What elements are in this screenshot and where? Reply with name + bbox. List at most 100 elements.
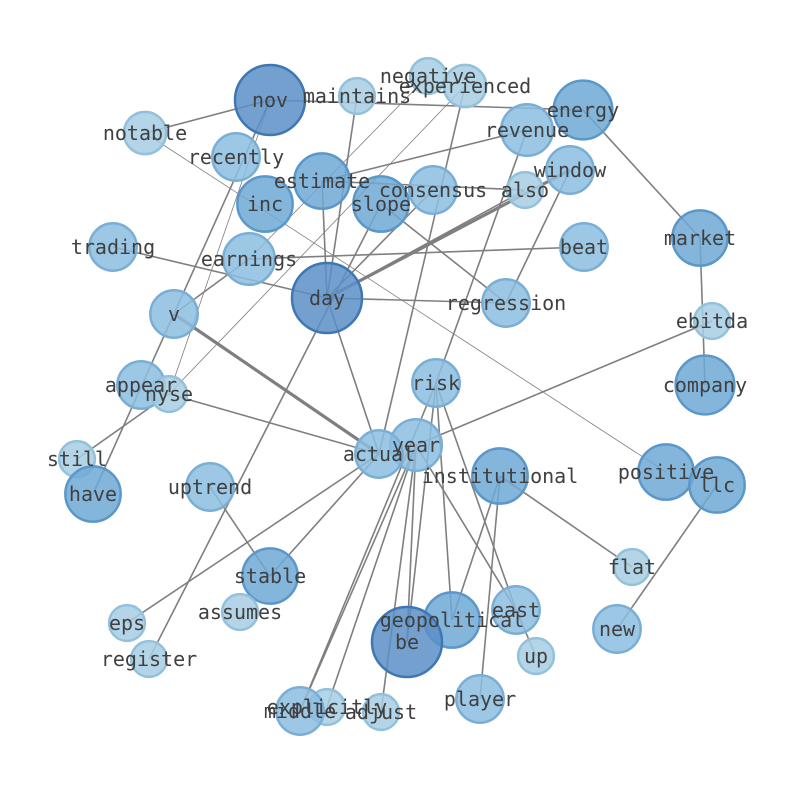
node-nov[interactable]	[233, 63, 307, 137]
node-label-east: east	[492, 598, 540, 622]
node-label-earnings: earnings	[201, 247, 297, 271]
node-label-stable: stable	[234, 564, 306, 588]
node-consensus[interactable]	[408, 165, 458, 215]
edge-institutional-player	[479, 475, 501, 700]
node-market[interactable]	[671, 209, 729, 267]
node-label-company: company	[663, 373, 747, 397]
node-label-institutional: institutional	[422, 464, 579, 488]
node-label-regression: regression	[446, 291, 566, 315]
node-flat[interactable]	[612, 547, 652, 587]
node-label-assumes: assumes	[198, 600, 282, 624]
node-assumes[interactable]	[220, 592, 260, 632]
node-label-negative: negative	[380, 64, 476, 88]
node-label-consensus: consensus	[379, 178, 487, 202]
node-revenue[interactable]	[499, 102, 555, 158]
edge-revenue-risk	[435, 129, 528, 384]
node-window[interactable]	[545, 145, 595, 195]
node-risk[interactable]	[411, 358, 461, 408]
node-recently[interactable]	[211, 132, 261, 182]
node-label-appear: appear	[105, 373, 177, 397]
edge-revenue-estimate	[321, 129, 528, 182]
node-day[interactable]	[290, 261, 364, 335]
edge-actual-eps	[126, 453, 380, 624]
node-adjust[interactable]	[361, 692, 401, 732]
node-label-still: still	[47, 447, 107, 471]
node-label-llc: llc	[699, 473, 735, 497]
node-east[interactable]	[491, 585, 541, 635]
edge-risk-geopolitical	[435, 382, 453, 621]
node-label-day: day	[309, 286, 345, 310]
node-label-ebitda: ebitda	[676, 309, 748, 333]
node-label-have: have	[69, 482, 117, 506]
node-label-player: player	[444, 687, 516, 711]
node-notable[interactable]	[122, 110, 168, 156]
node-regression[interactable]	[481, 278, 531, 328]
edge-v-actual	[173, 312, 380, 456]
node-institutional[interactable]	[471, 447, 529, 505]
node-estimate[interactable]	[293, 152, 351, 210]
node-layer	[57, 56, 746, 736]
node-label-slope: slope	[351, 192, 411, 216]
edge-experienced-nyse	[168, 85, 466, 395]
node-register[interactable]	[129, 639, 169, 679]
node-label-geopolitical: geopolitical	[380, 608, 525, 632]
edge-nyse-actual	[168, 393, 380, 455]
edge-notable-positive	[144, 132, 667, 473]
node-label-market: market	[664, 226, 736, 250]
node-label-risk: risk	[412, 371, 460, 395]
node-label-beat: beat	[560, 235, 608, 259]
node-label-estimate: estimate	[274, 169, 370, 193]
node-label-v: v	[168, 302, 180, 326]
edge-trading-day	[112, 246, 328, 299]
node-eps[interactable]	[107, 603, 147, 643]
node-label-energy: energy	[547, 98, 619, 122]
node-up[interactable]	[516, 636, 556, 676]
node-also[interactable]	[505, 170, 545, 210]
node-inc[interactable]	[236, 175, 294, 233]
node-llc[interactable]	[688, 456, 746, 514]
node-label-middle: middle	[264, 699, 336, 723]
node-label-eps: eps	[109, 611, 145, 635]
node-label-trading: trading	[71, 235, 155, 259]
node-player[interactable]	[455, 674, 505, 724]
node-nyse[interactable]	[149, 374, 189, 414]
node-maintains[interactable]	[337, 76, 377, 116]
node-label-revenue: revenue	[485, 118, 569, 142]
node-label-experienced: experienced	[399, 74, 531, 98]
node-label-be: be	[395, 630, 419, 654]
node-label-uptrend: uptrend	[168, 475, 252, 499]
node-slope[interactable]	[352, 175, 410, 233]
node-experienced[interactable]	[442, 63, 488, 109]
node-new[interactable]	[592, 604, 642, 654]
node-beat[interactable]	[559, 222, 609, 272]
node-label-recently: recently	[188, 145, 284, 169]
node-uptrend[interactable]	[185, 462, 235, 512]
node-label-window: window	[534, 158, 607, 182]
node-trading[interactable]	[88, 222, 138, 272]
edge-llc-new	[616, 484, 718, 630]
node-label-nyse: nyse	[145, 382, 193, 406]
edge-risk-east	[435, 382, 517, 611]
node-stable[interactable]	[241, 547, 299, 605]
node-middle[interactable]	[275, 686, 325, 736]
node-label-year: year	[392, 433, 440, 457]
node-earnings[interactable]	[221, 231, 277, 287]
node-label-adjust: adjust	[345, 700, 417, 724]
node-label-nov: nov	[252, 88, 288, 112]
node-v[interactable]	[149, 289, 199, 339]
node-label-explicitly: explicitly	[267, 695, 387, 719]
node-actual[interactable]	[354, 429, 404, 479]
node-be[interactable]	[370, 605, 444, 679]
node-label-maintains: maintains	[303, 84, 411, 108]
node-ebitda[interactable]	[692, 301, 732, 341]
node-company[interactable]	[674, 354, 736, 416]
edge-ebitda-year	[415, 320, 713, 446]
edge-earnings-beat	[248, 246, 585, 260]
node-label-notable: notable	[103, 121, 187, 145]
node-have[interactable]	[64, 465, 122, 523]
node-label-flat: flat	[608, 555, 656, 579]
edge-experienced-actual	[378, 85, 466, 455]
edge-also-day	[326, 189, 526, 299]
node-energy[interactable]	[552, 79, 614, 141]
